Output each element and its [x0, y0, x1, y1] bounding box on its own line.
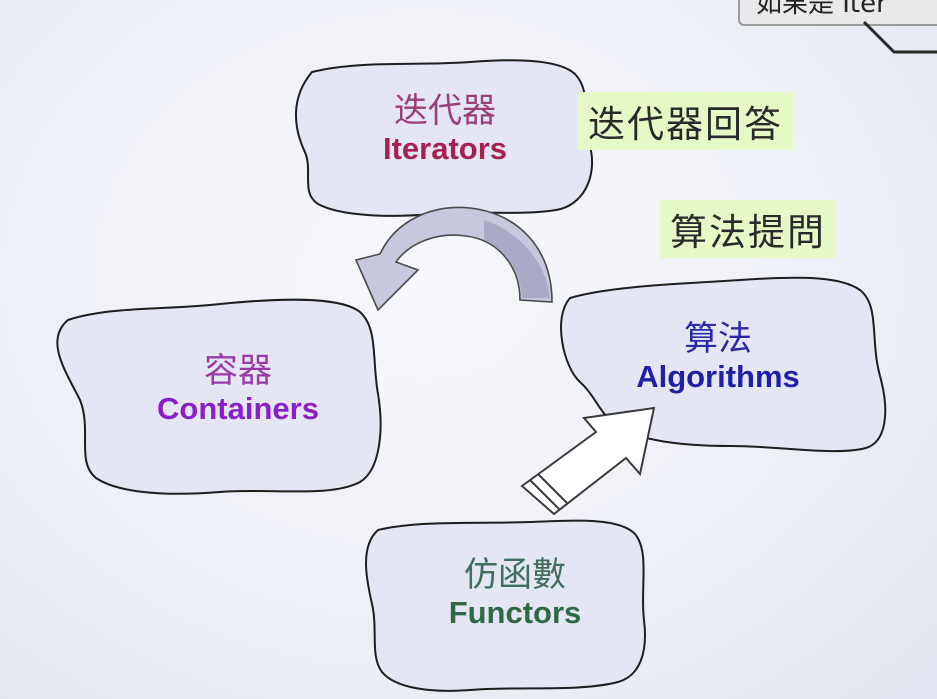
callout-algorithm-ask: 算法提問 — [660, 200, 836, 258]
corner-tab-text: 如果是 Iter — [756, 0, 887, 19]
cloud-containers — [56, 298, 382, 495]
iterators-zh: 迭代器 — [394, 91, 496, 131]
algorithms-zh: 算法 — [684, 319, 752, 359]
node-algorithms: 算法 Algorithms — [608, 319, 828, 395]
node-containers: 容器 Containers — [128, 351, 348, 427]
containers-en: Containers — [157, 391, 319, 427]
cloud-algorithms — [560, 276, 887, 453]
callout-iterator-answer: 迭代器回答 — [578, 92, 793, 150]
corner-outline — [862, 20, 937, 54]
cloud-functors — [365, 519, 646, 692]
corner-tab: 如果是 Iter — [738, 0, 937, 26]
functors-zh: 仿函數 — [464, 555, 566, 595]
node-iterators: 迭代器 Iterators — [340, 91, 550, 167]
functors-en: Functors — [448, 595, 582, 631]
callout-algorithm-ask-text: 算法提問 — [670, 211, 826, 254]
functor-to-algorithm-arrow — [520, 406, 656, 516]
arrow-highlight — [484, 220, 550, 298]
cloud-iterators — [295, 59, 594, 217]
algorithms-en: Algorithms — [636, 359, 800, 395]
callout-iterator-answer-text: 迭代器回答 — [588, 103, 783, 146]
containers-zh: 容器 — [204, 351, 272, 391]
node-functors: 仿函數 Functors — [410, 555, 620, 631]
iterators-en: Iterators — [382, 131, 508, 167]
